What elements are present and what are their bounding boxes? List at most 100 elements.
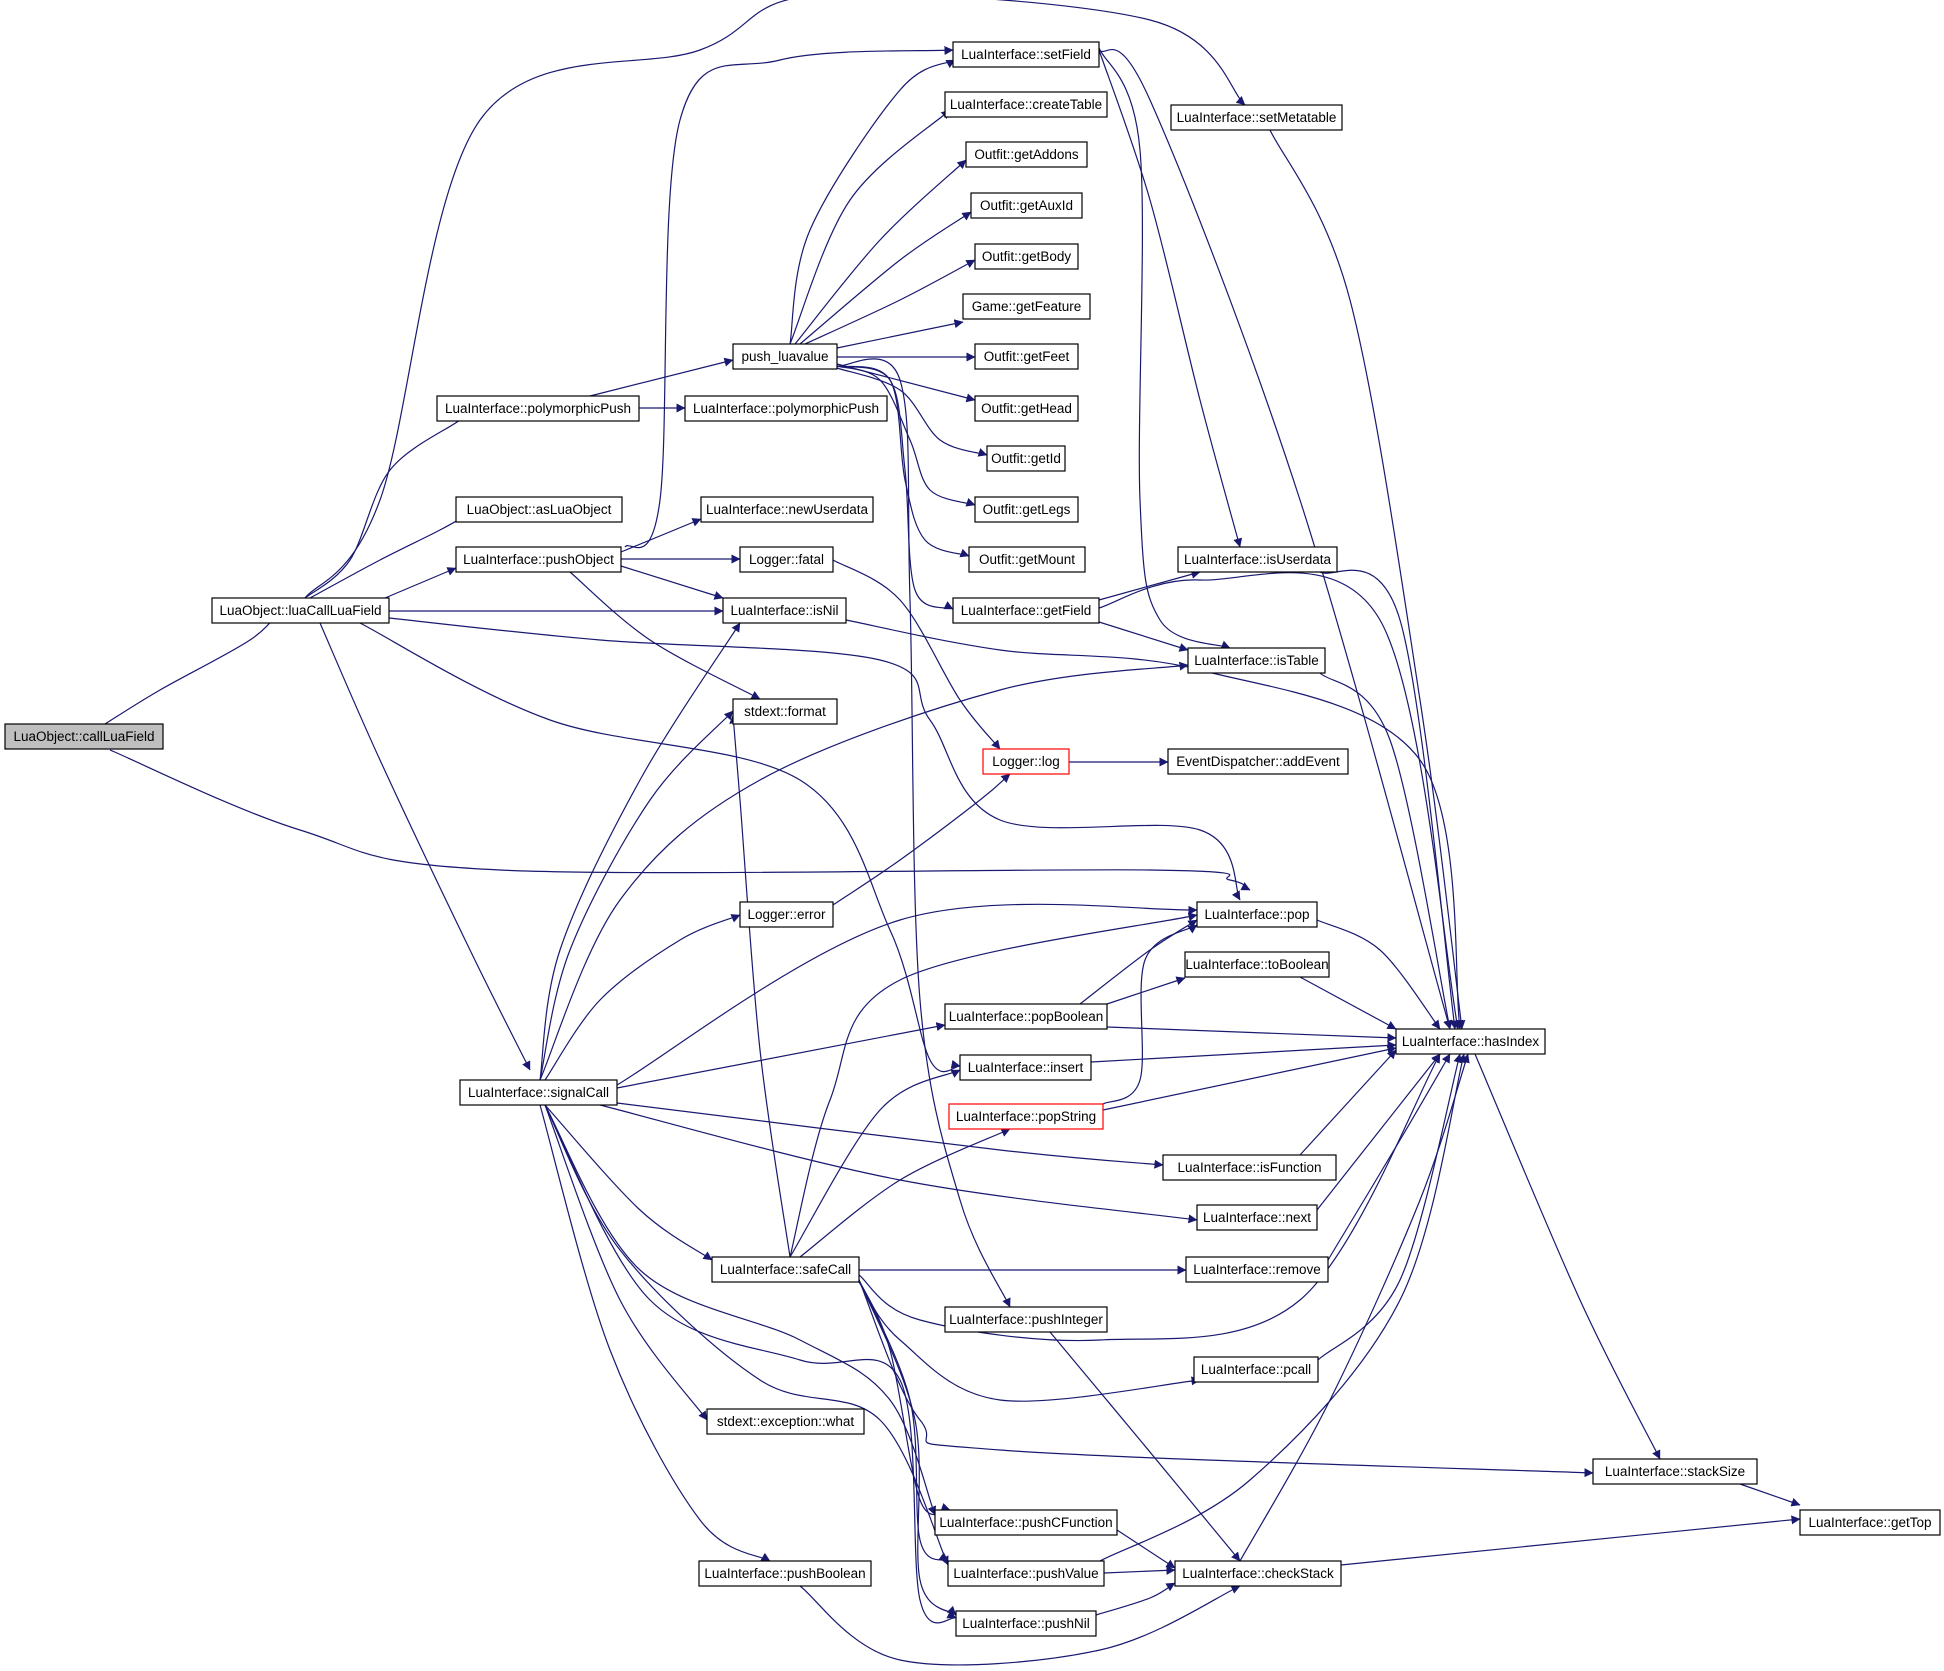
node-getAddons[interactable]: Outfit::getAddons [965,141,1088,168]
node-asLuaObject[interactable]: LuaObject::asLuaObject [455,496,623,523]
edge-polymorphicPush1-to-push_luavalue [589,357,734,397]
node-popString[interactable]: LuaInterface::popString [948,1103,1104,1130]
edge-safeCall-to-pcall [858,1281,1201,1402]
edge-pushCFunction-to-checkStack [1116,1529,1176,1569]
node-isUserdata[interactable]: LuaInterface::isUserdata [1177,546,1338,573]
node-setMetatable[interactable]: LuaInterface::setMetatable [1170,104,1343,131]
node-pushNil[interactable]: LuaInterface::pushNil [955,1610,1097,1637]
node-label: stdext::format [744,704,826,719]
edge-signalCall-to-pop [616,903,1198,1086]
node-isNil[interactable]: LuaInterface::isNil [722,597,847,624]
node-box [739,546,834,573]
node-box [1799,1509,1941,1536]
node-box [974,496,1079,523]
edge-callLuaField-to-pop [109,749,1251,891]
edge-pcall-to-hasIndex [1317,1053,1463,1361]
node-next[interactable]: LuaInterface::next [1196,1204,1318,1231]
node-push_luavalue[interactable]: push_luavalue [732,343,838,370]
node-addEvent[interactable]: EventDispatcher::addEvent [1167,748,1349,775]
node-box [1174,1560,1342,1587]
node-what[interactable]: stdext::exception::what [706,1408,865,1435]
node-pushCFunction[interactable]: LuaInterface::pushCFunction [934,1509,1118,1536]
node-getId[interactable]: Outfit::getId [986,445,1066,472]
node-box [944,91,1108,118]
node-getFeature[interactable]: Game::getFeature [962,293,1091,320]
node-popBoolean[interactable]: LuaInterface::popBoolean [944,1003,1108,1030]
edge-luaCallLuaField-to-asLuaObject [309,511,473,599]
edge-push_luavalue-to-getId [836,367,988,457]
node-setField[interactable]: LuaInterface::setField [952,41,1100,68]
edge-signalCall-to-pushBoolean [539,1104,771,1562]
edge-push_luavalue-to-getField [836,365,954,610]
node-getTop[interactable]: LuaInterface::getTop [1799,1509,1941,1536]
node-hasIndex[interactable]: LuaInterface::hasIndex [1395,1028,1546,1055]
node-box [962,293,1091,320]
node-getMount[interactable]: Outfit::getMount [968,546,1086,573]
node-isFunction[interactable]: LuaInterface::isFunction [1162,1154,1337,1181]
node-callLuaField[interactable]: LuaObject::callLuaField [4,723,164,750]
node-box [1167,748,1349,775]
node-error[interactable]: Logger::error [739,901,834,928]
node-isTable[interactable]: LuaInterface::isTable [1187,647,1326,674]
node-label: LuaInterface::newUserdata [706,502,869,517]
edge-safeCall-to-pushValue [858,1279,949,1562]
node-label: push_luavalue [741,349,828,364]
node-pushObject[interactable]: LuaInterface::pushObject [455,546,622,573]
edge-pushValue-to-hasIndex [1099,1053,1467,1562]
node-polymorphicPush2[interactable]: LuaInterface::polymorphicPush [684,395,888,422]
node-box [1170,104,1343,131]
edge-safeCall-to-stackSize [858,1279,1594,1478]
node-pushValue[interactable]: LuaInterface::pushValue [947,1560,1105,1587]
node-box [1185,1256,1329,1283]
node-box [706,1408,865,1435]
node-polymorphicPush1[interactable]: LuaInterface::polymorphicPush [436,395,640,422]
node-box [739,901,834,928]
node-format[interactable]: stdext::format [732,698,838,725]
node-label: LuaObject::luaCallLuaField [219,603,381,618]
node-label: LuaInterface::pushObject [463,552,614,567]
node-log[interactable]: Logger::log [982,748,1070,775]
node-pop[interactable]: LuaInterface::pop [1196,901,1318,928]
node-label: LuaInterface::polymorphicPush [693,401,879,416]
node-fatal[interactable]: Logger::fatal [739,546,834,573]
node-stackSize[interactable]: LuaInterface::stackSize [1592,1458,1758,1485]
node-pcall[interactable]: LuaInterface::pcall [1193,1356,1319,1383]
node-safeCall[interactable]: LuaInterface::safeCall [711,1256,860,1283]
node-box [944,1003,1108,1030]
node-getBody[interactable]: Outfit::getBody [974,243,1079,270]
edge-push_luavalue-to-getAuxId [799,211,972,345]
node-label: LuaInterface::getTop [1808,1515,1931,1530]
node-newUserdata[interactable]: LuaInterface::newUserdata [700,496,874,523]
node-box [1187,647,1326,674]
node-box [1162,1154,1337,1181]
node-createTable[interactable]: LuaInterface::createTable [944,91,1108,118]
node-signalCall[interactable]: LuaInterface::signalCall [459,1079,618,1106]
node-getField[interactable]: LuaInterface::getField [952,597,1100,624]
node-pushBoolean[interactable]: LuaInterface::pushBoolean [698,1560,872,1587]
edge-push_luavalue-to-pushInteger [836,358,1011,1308]
node-luaCallLuaField[interactable]: LuaObject::luaCallLuaField [211,597,390,624]
node-box [947,1560,1105,1587]
node-remove[interactable]: LuaInterface::remove [1185,1256,1329,1283]
node-label: LuaInterface::pcall [1201,1362,1311,1377]
edge-safeCall-to-hasIndex [858,1053,1441,1342]
node-label: LuaObject::callLuaField [13,729,154,744]
edge-push_luavalue-to-setField [789,59,956,345]
node-getAuxId[interactable]: Outfit::getAuxId [970,192,1083,219]
edge-pushObject-to-isNil [620,565,724,600]
node-getHead[interactable]: Outfit::getHead [974,395,1079,422]
node-getLegs[interactable]: Outfit::getLegs [974,496,1079,523]
edge-remove-to-hasIndex [1327,1053,1451,1261]
node-box [970,192,1083,219]
node-pushInteger[interactable]: LuaInterface::pushInteger [944,1306,1108,1333]
node-box [934,1509,1118,1536]
node-getFeet[interactable]: Outfit::getFeet [974,343,1079,370]
edge-signalCall-to-popBoolean [616,1022,946,1089]
node-toBoolean[interactable]: LuaInterface::toBoolean [1184,951,1330,978]
node-label: LuaInterface::remove [1193,1262,1321,1277]
edge-getField-to-isUserdata [1098,569,1201,601]
edge-safeCall-to-pushCFunction [858,1279,951,1516]
node-checkStack[interactable]: LuaInterface::checkStack [1174,1560,1342,1587]
node-insert[interactable]: LuaInterface::insert [959,1054,1092,1081]
edge-push_luavalue-to-getBody [804,259,976,345]
